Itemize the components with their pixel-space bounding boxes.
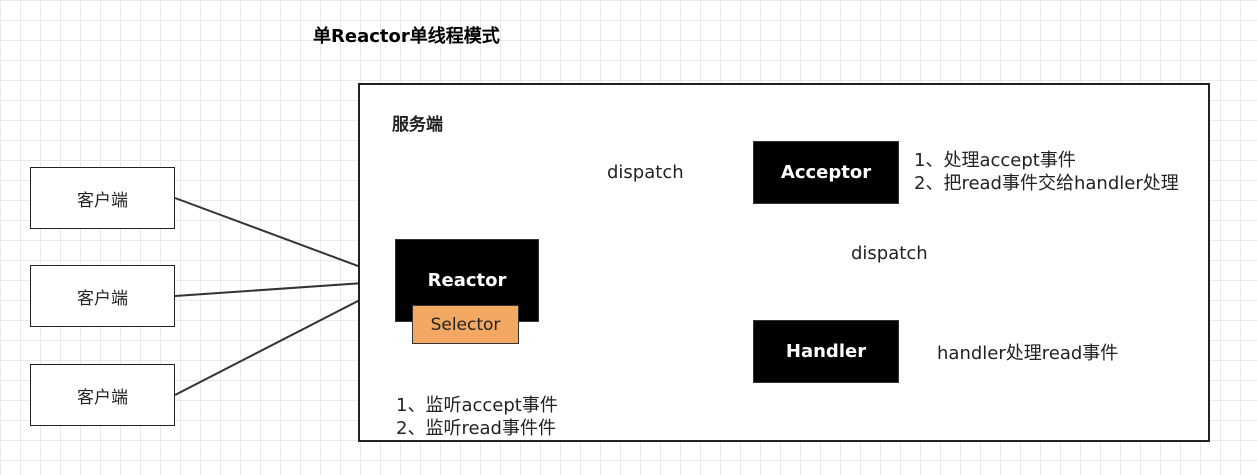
- acceptor-note-1: 1、处理accept事件: [914, 150, 1076, 171]
- reactor-note-2: 2、监听read事件件: [396, 418, 556, 439]
- client-box-3: 客户端: [30, 364, 175, 426]
- client-box-2: 客户端: [30, 265, 175, 327]
- acceptor-note-2: 2、把read事件交给handler处理: [914, 173, 1179, 194]
- handler-box: Handler: [753, 320, 899, 383]
- client-1-arrow: [174, 197, 395, 282]
- client-box-1: 客户端: [30, 167, 175, 229]
- selector-box: Selector: [412, 305, 519, 344]
- reactor-notes: 1、监听accept事件 2、监听read事件件: [396, 394, 558, 440]
- server-label: 服务端: [392, 115, 443, 135]
- client-2-arrow: [174, 274, 395, 297]
- acceptor-notes: 1、处理accept事件 2、把read事件交给handler处理: [914, 149, 1179, 195]
- dispatch-label-handler: dispatch: [851, 243, 928, 264]
- acceptor-box: Acceptor: [753, 141, 899, 204]
- diagram-title: 单Reactor单线程模式: [313, 26, 500, 47]
- reactor-label: Reactor: [427, 270, 507, 291]
- dispatch-label-acceptor: dispatch: [607, 162, 684, 183]
- reactor-note-1: 1、监听accept事件: [396, 395, 558, 416]
- handler-note: handler处理read事件: [937, 343, 1119, 364]
- client-3-arrow: [174, 282, 395, 396]
